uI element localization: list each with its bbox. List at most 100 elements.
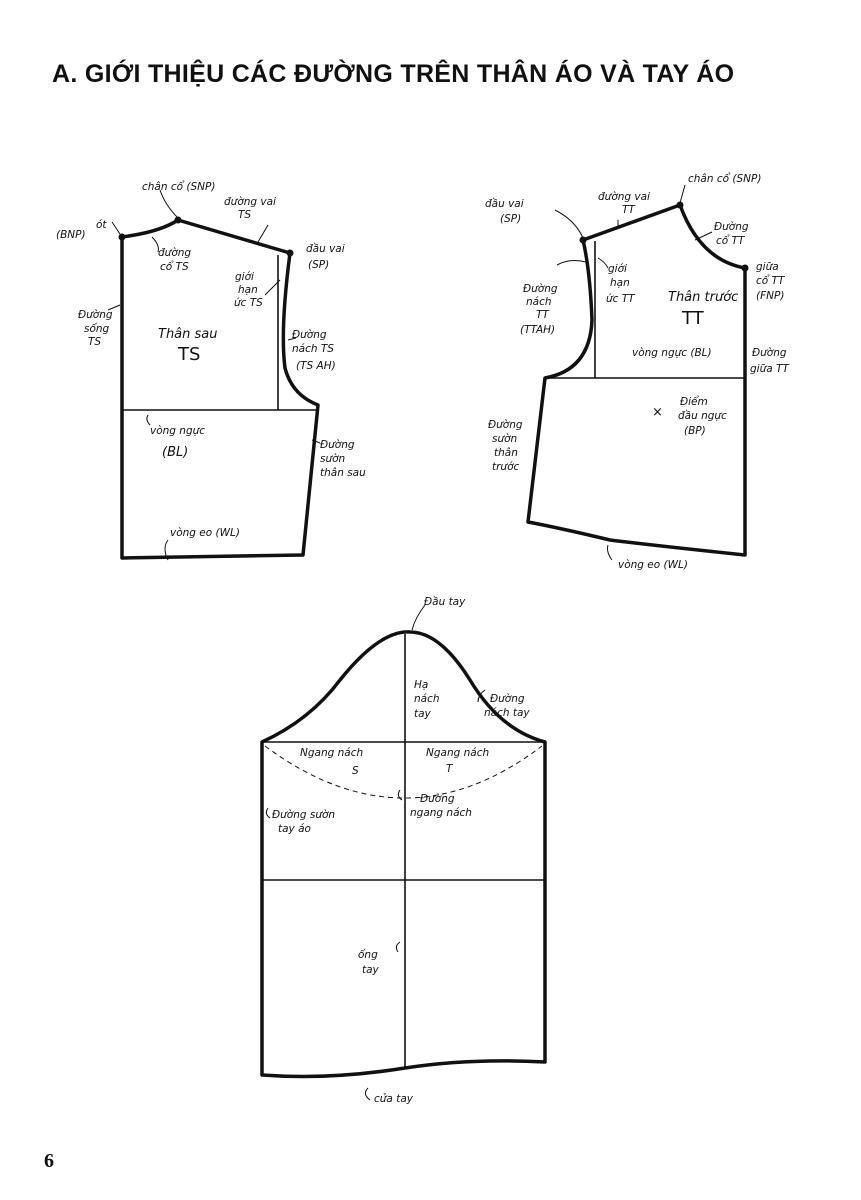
label: thân sau — [320, 467, 366, 479]
label: ức TS — [234, 297, 263, 309]
front-bodice: đầu vai (SP) đường vai TT chân cổ (SNP) … — [485, 172, 790, 571]
label: (BNP) — [56, 229, 86, 241]
point-marker — [676, 201, 684, 209]
leader-line — [556, 260, 587, 266]
leader-line — [607, 544, 613, 561]
label: nách tay — [484, 707, 530, 719]
label: chân cổ (SNP) — [688, 172, 761, 185]
label: trước — [492, 461, 520, 473]
label: ngang nách — [410, 807, 472, 819]
label: Thân sau — [158, 327, 218, 342]
label: ức TT — [606, 293, 636, 305]
label: sườn — [320, 453, 345, 465]
label: Thân trước — [668, 290, 738, 305]
label: đầu vai — [485, 198, 524, 210]
label: giữa — [756, 261, 779, 273]
label: vòng ngực — [150, 425, 205, 437]
label: hạn — [238, 284, 258, 296]
label: Đường — [320, 439, 355, 451]
label: Hạ — [414, 679, 428, 691]
label: TT — [622, 204, 636, 216]
label: TS — [238, 209, 251, 221]
label: tay — [362, 964, 380, 976]
label: vòng ngực (BL) — [632, 347, 712, 359]
label: thân — [494, 447, 518, 459]
label: ống — [358, 949, 378, 961]
label: Đường — [292, 329, 327, 341]
leader-line — [265, 807, 271, 819]
label: TT — [681, 308, 705, 329]
leader-line — [264, 279, 281, 296]
label: Ngang nách — [300, 747, 363, 759]
label: Đường — [490, 693, 525, 705]
label: đường vai — [224, 196, 276, 208]
label: T — [446, 763, 454, 775]
back-bodice: chân cổ (SNP) ót (BNP) đường vai TS đầu … — [56, 180, 366, 561]
page-title: A. GIỚI THIỆU CÁC ĐƯỜNG TRÊN THÂN ÁO VÀ … — [52, 60, 735, 88]
leader-line — [164, 539, 169, 561]
label: giữa TT — [750, 363, 790, 375]
back-bodice-outline — [120, 218, 320, 560]
label: TS — [177, 344, 200, 365]
label: cổ TS — [160, 260, 189, 273]
leader-line — [159, 189, 179, 219]
leader-line — [111, 221, 121, 235]
sleeve-outline — [260, 630, 547, 1079]
front-bodice-outline — [526, 203, 747, 557]
label: Đường — [523, 283, 558, 295]
label: Đường — [488, 419, 523, 431]
page-number: 6 — [44, 1150, 54, 1172]
label: cổ TT — [716, 234, 746, 247]
label: Đầu tay — [424, 596, 466, 608]
label: S — [352, 765, 359, 777]
leader-line — [287, 337, 297, 341]
sleeve: Đầu tay Hạ nách tay Đường nách tay Ngang… — [260, 596, 547, 1105]
leader-line — [679, 184, 686, 204]
sp-point — [286, 249, 294, 257]
label: nách TS — [292, 343, 334, 355]
label: Đường — [714, 221, 749, 233]
label: (BL) — [162, 445, 188, 460]
label: (TTAH) — [520, 324, 555, 336]
point-marker — [741, 264, 749, 272]
label: (SP) — [308, 259, 329, 271]
label: TT — [536, 309, 550, 321]
label: vòng eo (WL) — [170, 527, 240, 539]
bnp-point — [118, 233, 126, 241]
leader-line — [397, 789, 403, 801]
label: hạn — [610, 277, 630, 289]
label: đường — [158, 247, 191, 259]
label: Điểm — [680, 395, 708, 408]
leader-line — [694, 231, 713, 241]
label: (SP) — [500, 213, 521, 225]
label: (TS AH) — [296, 360, 336, 372]
label: sống — [84, 323, 110, 335]
label: chân cổ (SNP) — [142, 180, 215, 193]
label: Đường — [752, 347, 787, 359]
point-marker — [579, 236, 587, 244]
label: nách — [414, 693, 440, 705]
label: nách — [526, 296, 552, 308]
leader-line — [477, 689, 486, 703]
label: (BP) — [684, 425, 706, 437]
label: Đường sườn — [272, 809, 335, 821]
leader-line — [597, 257, 609, 269]
leader-line — [395, 941, 401, 953]
label: ót — [96, 219, 107, 231]
label: TS — [88, 336, 101, 348]
label: đầu vai — [306, 243, 345, 255]
label: Đường — [78, 309, 113, 321]
label: giới — [608, 263, 627, 275]
label: tay — [414, 708, 432, 720]
label: Đường — [420, 793, 455, 805]
leader-line — [146, 414, 151, 426]
label: cửa tay — [374, 1093, 414, 1105]
label: cổ TT — [756, 274, 786, 287]
bp-mark: × — [652, 405, 663, 420]
label: tay áo — [278, 823, 311, 835]
leader-line — [107, 304, 121, 311]
leader-line — [364, 1087, 371, 1101]
label: đầu ngực — [678, 410, 727, 422]
snp-point — [174, 216, 182, 224]
